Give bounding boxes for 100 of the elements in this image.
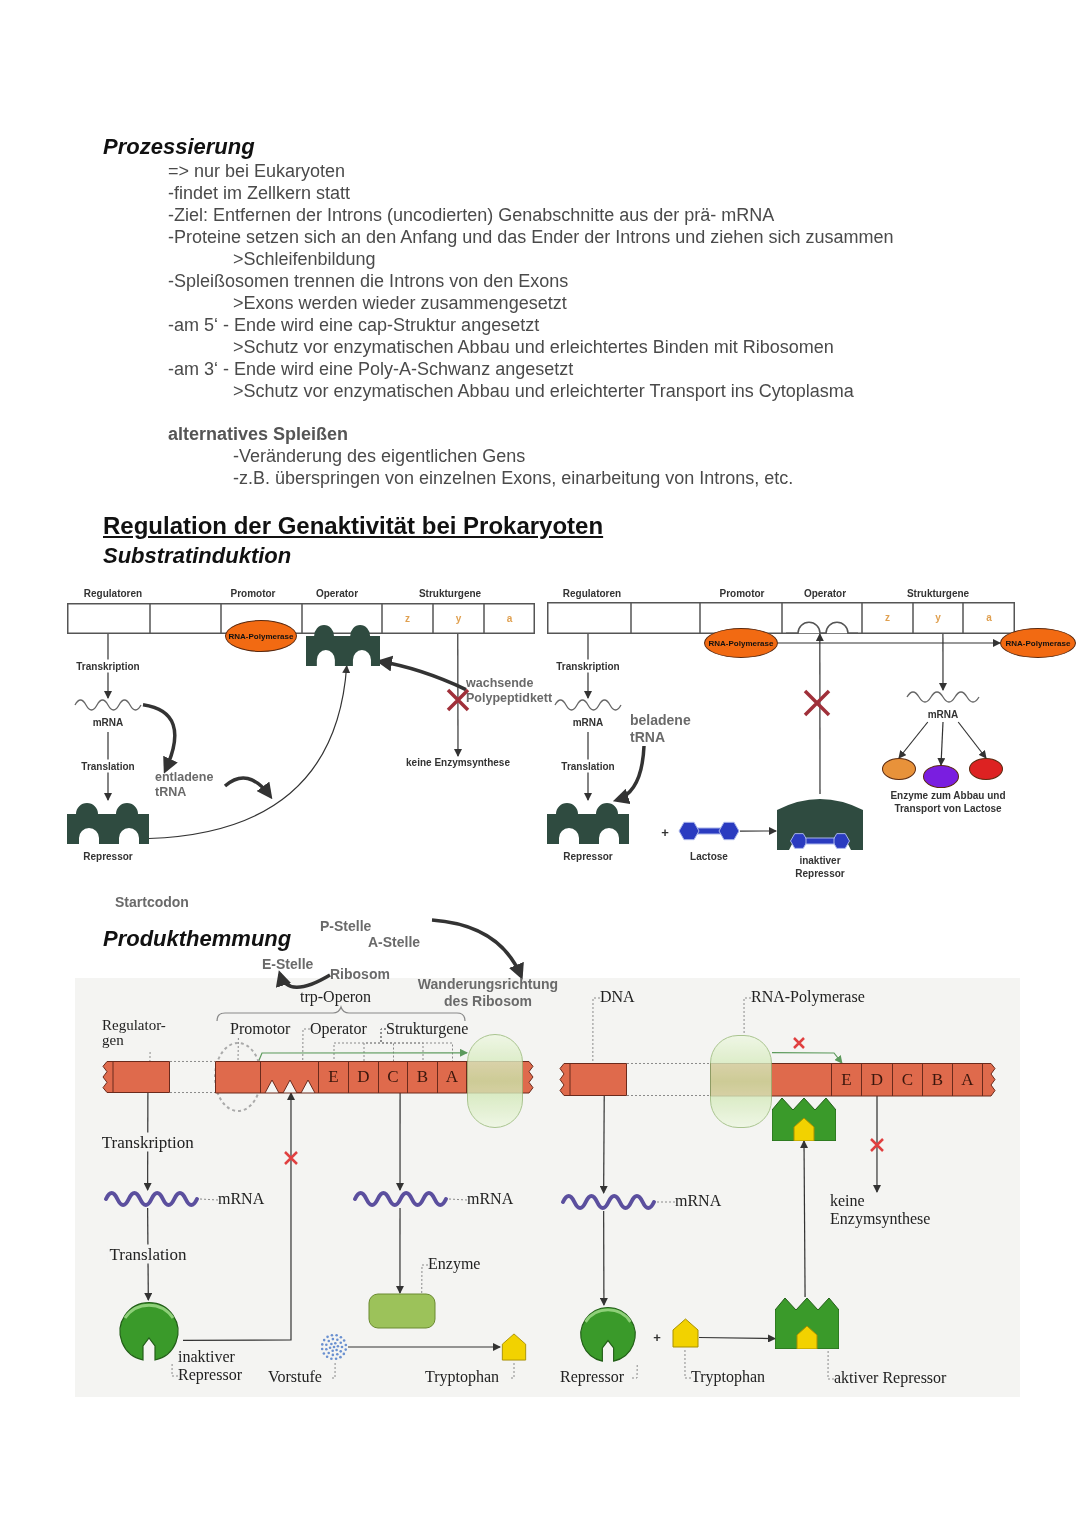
text-label: -Proteine setzen sich an den Anfang und das Ender der Introns und ziehen sich zusammen bbox=[168, 226, 894, 248]
edge-label: Transkription bbox=[99, 1132, 196, 1151]
edge-label: Translation bbox=[79, 759, 137, 773]
leader-line bbox=[237, 1037, 239, 1062]
enzyme-ellipse bbox=[923, 765, 959, 788]
arrow bbox=[800, 1140, 809, 1298]
dna-strand bbox=[67, 603, 535, 634]
node-label: Repressor bbox=[560, 1368, 632, 1388]
text-label: Regulatoren bbox=[561, 587, 623, 600]
node-label: Regulator- gen bbox=[102, 1018, 176, 1052]
plus-sign: + bbox=[660, 825, 670, 840]
dna-strand bbox=[103, 1061, 170, 1093]
gene-letter: z bbox=[382, 603, 433, 634]
node-label: mRNA bbox=[572, 716, 604, 729]
arrow bbox=[395, 1207, 404, 1294]
curved-arrow bbox=[276, 970, 331, 989]
arrow bbox=[873, 1095, 881, 1193]
text-label: Enzyme zum Abbau und Transport von Lactose bbox=[889, 789, 1007, 815]
arrow bbox=[937, 721, 946, 766]
gene-letter: A bbox=[953, 1063, 983, 1096]
arrow bbox=[815, 633, 824, 795]
text-label: >Schleifenbildung bbox=[233, 248, 376, 270]
node-label: keine Enzymsynthese bbox=[830, 1192, 946, 1232]
gene-letter: B bbox=[408, 1061, 438, 1093]
leader-line bbox=[448, 1198, 468, 1201]
curved-arrow bbox=[613, 745, 646, 804]
text-label: P-Stelle bbox=[320, 918, 372, 935]
arrow bbox=[396, 1092, 404, 1191]
arrow bbox=[599, 1210, 608, 1306]
annotation-text: Wanderungsrichtung des Ribosom bbox=[413, 976, 563, 1012]
annotation-text: Ribosom bbox=[330, 966, 392, 984]
dna-strand bbox=[560, 1063, 627, 1096]
arrow bbox=[777, 639, 1001, 647]
text-label: => nur bei Eukaryoten bbox=[168, 160, 346, 182]
text-label: Operator bbox=[802, 587, 848, 600]
leader-line bbox=[656, 1201, 676, 1203]
leader-line bbox=[199, 1198, 219, 1201]
arrow bbox=[957, 721, 987, 759]
heading: Substratinduktion bbox=[103, 543, 292, 569]
leader-line bbox=[631, 1362, 638, 1379]
gene-letter: a bbox=[484, 603, 535, 634]
arrow bbox=[698, 1334, 776, 1343]
gene-letter: E bbox=[319, 1061, 349, 1093]
gene-letter: y bbox=[913, 602, 963, 634]
node-label: Enzyme bbox=[428, 1255, 486, 1275]
node-label: Strukturgene bbox=[386, 1020, 478, 1038]
gene-letter: B bbox=[923, 1063, 953, 1096]
node-label: mRNA bbox=[467, 1190, 519, 1210]
node-label: Repressor bbox=[83, 850, 133, 863]
gene-letter: y bbox=[433, 603, 484, 634]
text-label: Promotor bbox=[718, 587, 766, 600]
annotation-text: E-Stelle bbox=[262, 956, 322, 974]
enzyme-ellipse bbox=[969, 758, 1003, 780]
text-label: -Spleißosomen trennen die Introns von den Exons bbox=[168, 270, 569, 292]
text-label: A-Stelle bbox=[368, 934, 421, 951]
node-label: Operator bbox=[310, 1020, 380, 1038]
plus-sign: + bbox=[652, 1330, 662, 1345]
transcription-arrow bbox=[258, 1048, 468, 1062]
gene-letter: C bbox=[379, 1061, 408, 1093]
leader-line bbox=[302, 1028, 311, 1062]
dna-strand bbox=[547, 602, 1015, 634]
arrow bbox=[182, 1092, 295, 1341]
gene-letter: E bbox=[832, 1063, 862, 1096]
node-label: Promotor bbox=[230, 1020, 300, 1038]
text-label: trp-Operon bbox=[300, 988, 372, 1006]
text-label: Promotor bbox=[229, 587, 277, 600]
text-label: >Exons werden wieder zusammengesetzt bbox=[233, 292, 567, 314]
edge-label: Transkription bbox=[554, 659, 622, 673]
leader-line bbox=[510, 1360, 515, 1379]
arrow bbox=[148, 665, 350, 840]
text-label: Startcodon bbox=[115, 894, 189, 911]
gene-letter: D bbox=[862, 1063, 893, 1096]
node-label: mRNA bbox=[92, 716, 124, 729]
node-label: inaktiver Repressor bbox=[794, 854, 846, 880]
leader-line bbox=[380, 1028, 453, 1062]
text-label: alternatives Spleißen bbox=[168, 423, 349, 445]
edge-label: Transkription bbox=[74, 659, 142, 673]
annotation-text: entladene tRNA bbox=[155, 770, 225, 802]
curved-arrow bbox=[142, 703, 178, 774]
gene-letter: z bbox=[862, 602, 913, 634]
arrow bbox=[939, 633, 947, 691]
text-label: Strukturgene bbox=[417, 587, 483, 600]
leader-line bbox=[827, 1348, 835, 1380]
node-label: Tryptophan bbox=[691, 1368, 777, 1388]
heading: Prozessierung bbox=[103, 134, 255, 160]
heading: Produkthemmung bbox=[103, 926, 292, 952]
enzyme-ellipse bbox=[882, 758, 916, 780]
text-label: >Schutz vor enzymatischen Abbau und erleichtertes Binden mit Ribosomen bbox=[233, 336, 834, 358]
transcription-arrow bbox=[771, 1052, 843, 1064]
dotted-line bbox=[169, 1092, 216, 1093]
rna-polymerase-ellipse: RNA-Polymerase bbox=[1000, 628, 1076, 658]
arrow bbox=[454, 633, 462, 757]
arrow bbox=[347, 1343, 501, 1351]
text-label: Regulatoren bbox=[82, 587, 144, 600]
leader-line bbox=[684, 1347, 692, 1379]
gene-letter: D bbox=[349, 1061, 379, 1093]
node-label: Repressor bbox=[563, 850, 613, 863]
text-label: -am 3‘ - Ende wird eine Poly-A-Schwanz angesetzt bbox=[168, 358, 574, 380]
dotted-line bbox=[626, 1095, 711, 1096]
text-label: >Schutz vor enzymatischen Abbau und erleichterter Transport ins Cytoplasma bbox=[233, 380, 854, 402]
